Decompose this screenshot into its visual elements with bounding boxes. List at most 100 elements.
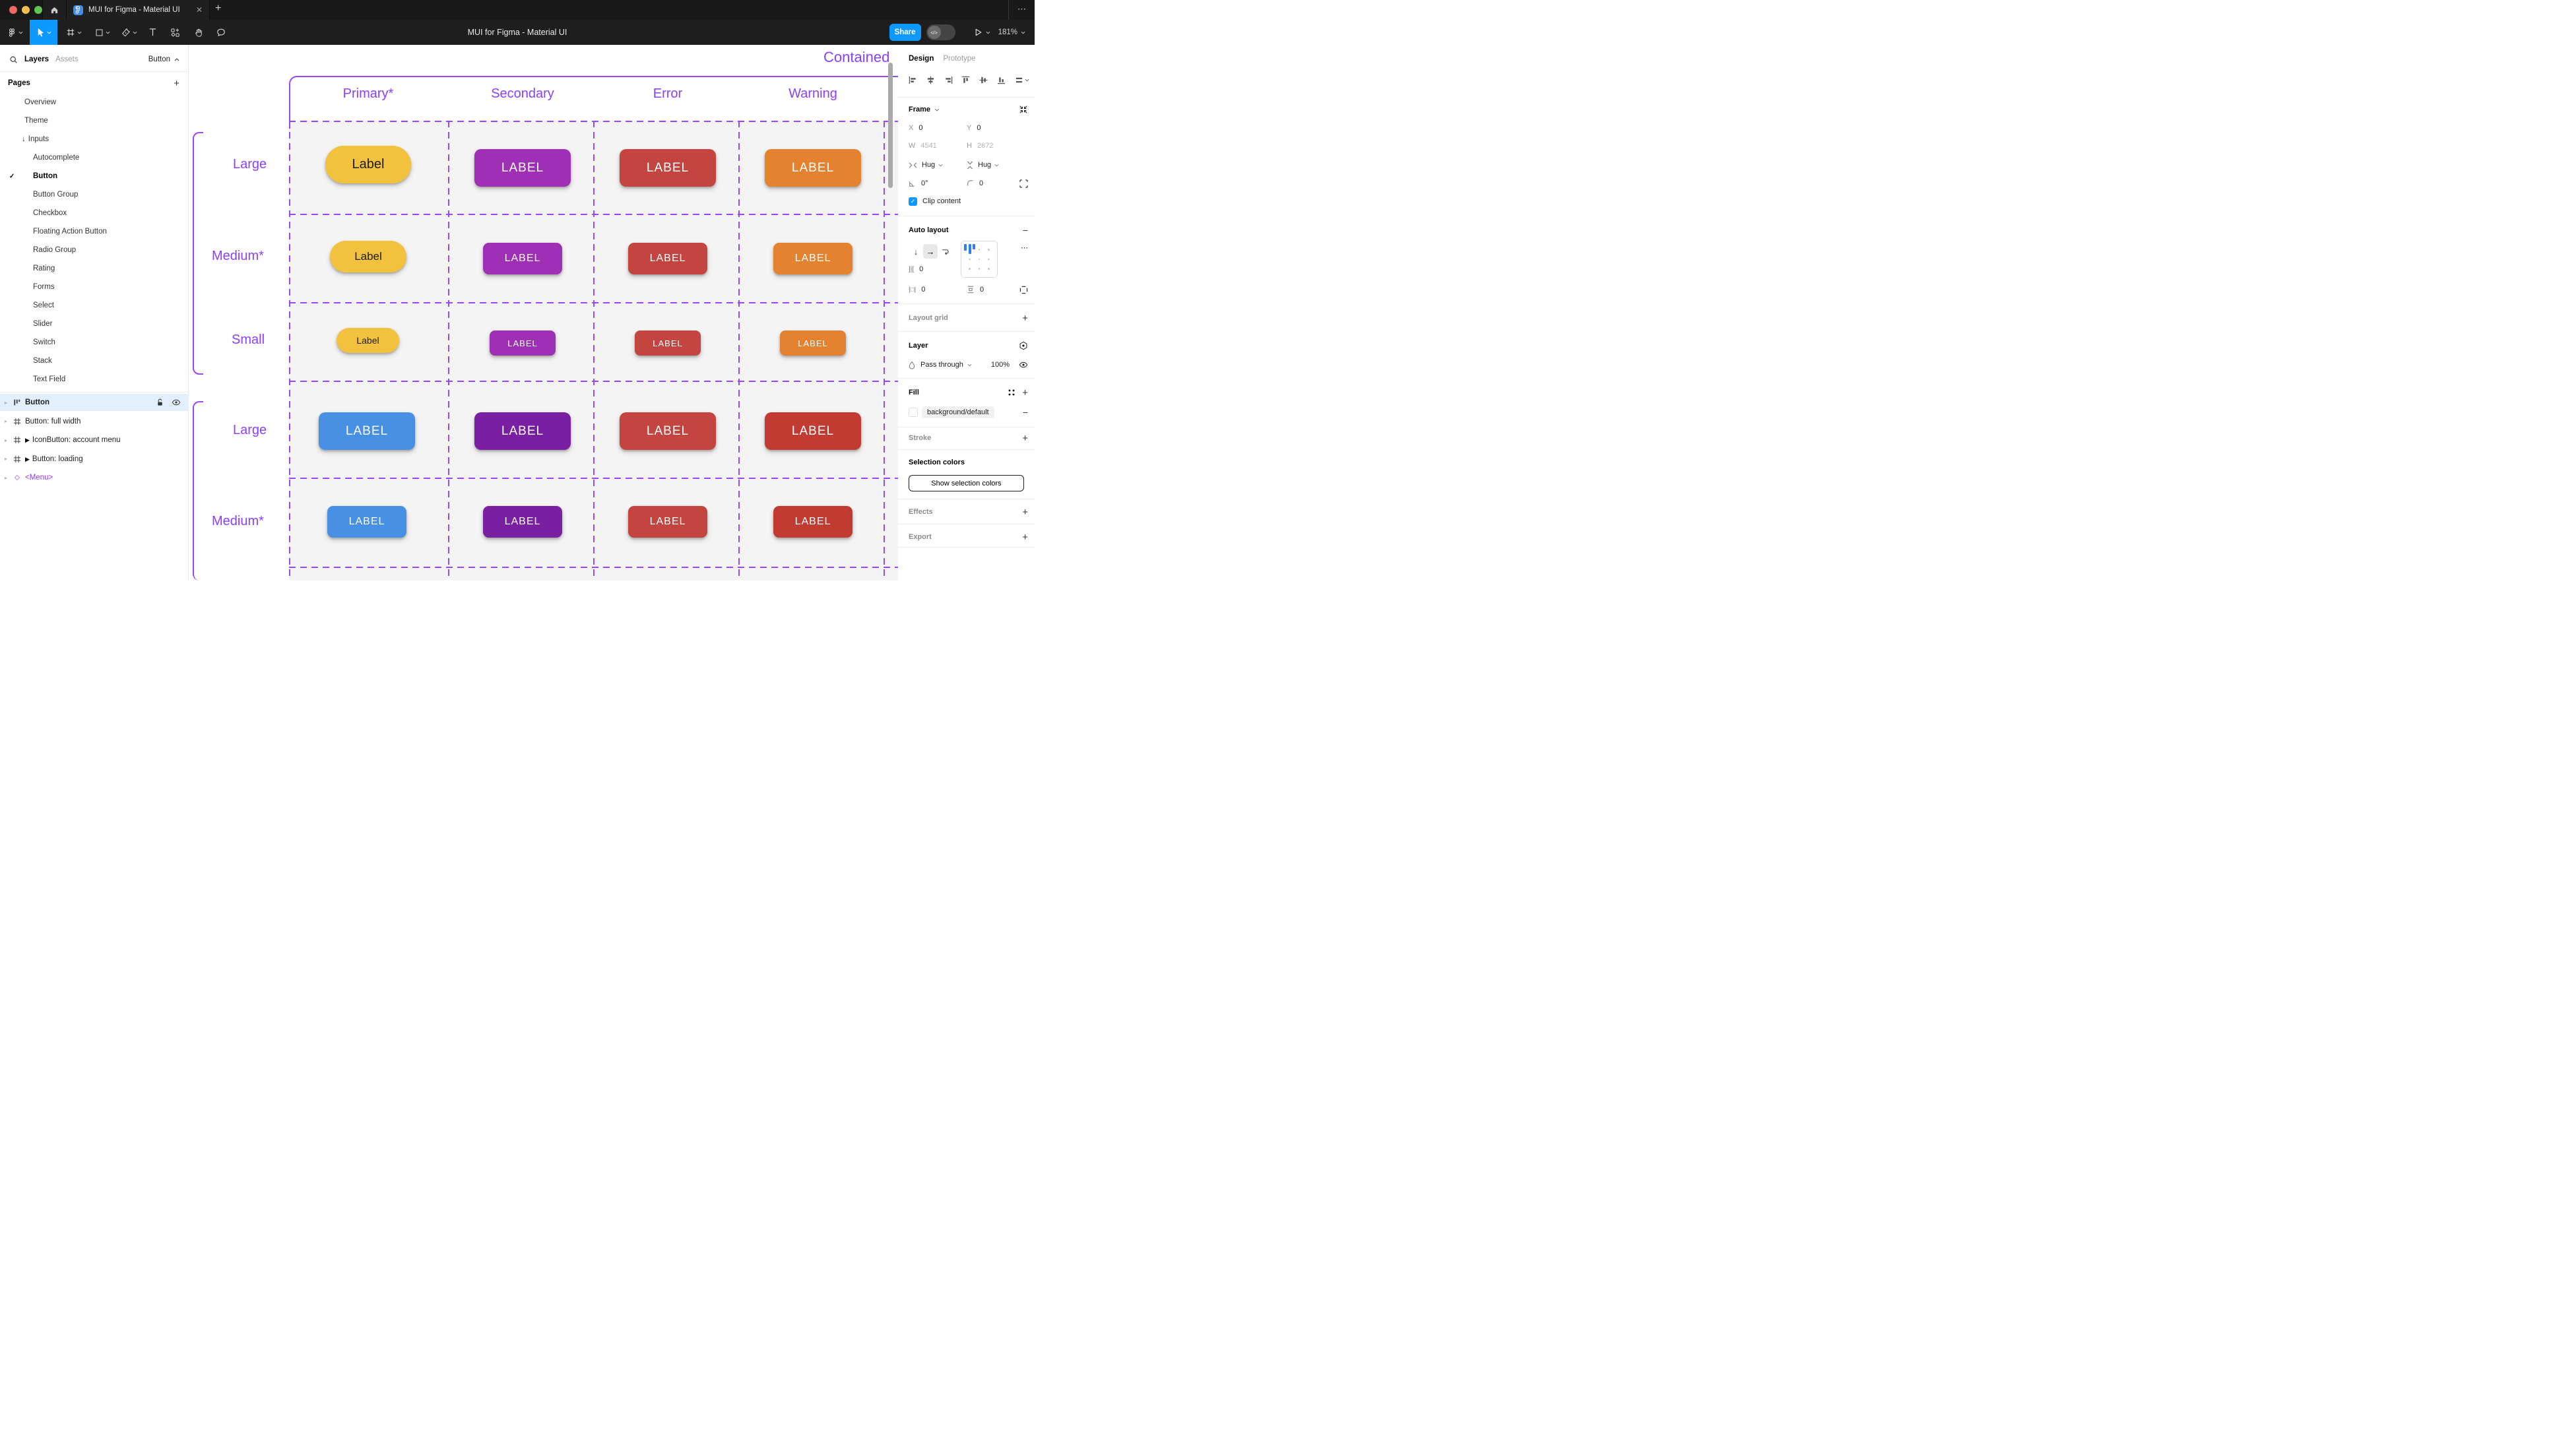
search-icon[interactable]: [9, 55, 18, 64]
page-item[interactable]: ✓ Text Field: [0, 371, 189, 388]
page-item[interactable]: ✓ Radio Group: [0, 241, 189, 259]
page-item[interactable]: ✓ Button Group: [0, 186, 189, 203]
page-item[interactable]: ✓ ↓ Inputs: [0, 131, 189, 148]
tab-layers[interactable]: Layers: [24, 55, 49, 63]
chevron-down-icon[interactable]: [934, 108, 940, 111]
button-specimen[interactable]: LABEL: [620, 412, 716, 450]
layer-row[interactable]: ▸ ▶IconButton: account menu: [0, 431, 189, 449]
individual-padding-icon[interactable]: [1019, 286, 1028, 294]
clip-content-checkbox[interactable]: ✓: [909, 197, 917, 206]
collapse-icon[interactable]: [1019, 105, 1028, 114]
button-specimen[interactable]: LABEL: [773, 243, 853, 274]
share-button[interactable]: Share: [889, 24, 921, 41]
corner-radius-value[interactable]: 0: [979, 179, 983, 187]
align-bottom-icon[interactable]: [997, 76, 1006, 84]
auto-layout-more-button[interactable]: ⋯: [1021, 243, 1028, 252]
horizontal-resize-value[interactable]: Hug: [922, 161, 935, 169]
horizontal-padding-value[interactable]: 0: [921, 286, 925, 294]
x-value[interactable]: 0: [918, 124, 922, 132]
page-item[interactable]: ✓ Rating: [0, 260, 189, 277]
fill-color-swatch[interactable]: [909, 408, 918, 417]
align-right-icon[interactable]: [944, 76, 953, 84]
actions-tool-button[interactable]: [165, 20, 185, 45]
fill-style-token[interactable]: background/default: [922, 406, 994, 418]
page-item[interactable]: ✓ Theme: [0, 112, 189, 129]
rotation-value[interactable]: 0°: [921, 179, 928, 187]
frame-section-title[interactable]: Frame: [909, 106, 930, 113]
text-tool-button[interactable]: [143, 20, 162, 45]
frame-tool-button[interactable]: [62, 20, 86, 45]
align-vertical-center-icon[interactable]: [979, 76, 988, 84]
present-button[interactable]: [974, 28, 990, 37]
remove-fill-button[interactable]: −: [1023, 407, 1028, 418]
layer-row[interactable]: ▸ ▶Button: loading: [0, 451, 189, 468]
add-effect-button[interactable]: +: [1022, 507, 1028, 518]
height-value[interactable]: 2672: [977, 142, 993, 150]
add-export-button[interactable]: +: [1022, 532, 1028, 543]
disclosure-icon[interactable]: ▸: [5, 418, 7, 424]
button-specimen[interactable]: LABEL: [474, 412, 571, 450]
titlebar-more-button[interactable]: ⋯: [1017, 4, 1027, 15]
button-specimen[interactable]: LABEL: [483, 506, 562, 538]
layer-row[interactable]: ▸ ▶Button: full width: [0, 413, 189, 430]
home-tab-button[interactable]: [42, 0, 67, 20]
button-specimen[interactable]: Label: [330, 241, 406, 272]
visibility-eye-icon[interactable]: [1019, 362, 1028, 368]
file-tab[interactable]: MUI for Figma - Material UI ✕: [67, 0, 210, 20]
layer-row[interactable]: ▸ ▶Button: [0, 394, 189, 411]
button-specimen[interactable]: LABEL: [620, 149, 716, 187]
page-item[interactable]: ✓ Overview: [0, 94, 189, 111]
close-tab-icon[interactable]: ✕: [196, 5, 203, 15]
add-page-button[interactable]: +: [174, 78, 179, 89]
unlock-icon[interactable]: [156, 398, 164, 406]
pen-tool-button[interactable]: [117, 20, 141, 45]
distribute-menu[interactable]: [1015, 76, 1029, 84]
blend-mode-icon[interactable]: [1019, 341, 1028, 350]
page-item[interactable]: ✓ Switch: [0, 334, 189, 351]
button-specimen[interactable]: LABEL: [780, 330, 846, 356]
page-item[interactable]: ✓ Checkbox: [0, 204, 189, 222]
page-item[interactable]: ✓ Slider: [0, 315, 189, 332]
disclosure-icon[interactable]: ▸: [5, 475, 7, 481]
layer-opacity-value[interactable]: 100%: [991, 361, 1010, 369]
auto-layout-wrap-button[interactable]: [938, 244, 952, 259]
gap-value[interactable]: 0: [919, 265, 923, 273]
tab-prototype[interactable]: Prototype: [943, 55, 975, 63]
align-top-icon[interactable]: [961, 76, 970, 84]
page-item[interactable]: ✓ Forms: [0, 278, 189, 296]
show-selection-colors-button[interactable]: Show selection colors: [909, 475, 1024, 491]
tab-design[interactable]: Design: [909, 55, 934, 63]
button-specimen[interactable]: Label: [325, 146, 411, 183]
blend-mode-value[interactable]: Pass through: [920, 361, 963, 369]
button-specimen[interactable]: LABEL: [773, 506, 853, 538]
disclosure-icon[interactable]: ▸: [5, 400, 7, 406]
canvas-scrollbar[interactable]: [888, 63, 893, 188]
new-tab-button[interactable]: +: [215, 3, 221, 15]
independent-corners-icon[interactable]: [1019, 179, 1028, 188]
hand-tool-button[interactable]: [189, 20, 209, 45]
vertical-padding-value[interactable]: 0: [980, 286, 984, 294]
visibility-eye-icon[interactable]: [172, 399, 181, 406]
canvas[interactable]: Contained Primary*SecondaryErrorWarning …: [189, 45, 898, 581]
auto-layout-vertical-button[interactable]: ↓: [909, 244, 923, 259]
disclosure-icon[interactable]: ▸: [5, 437, 7, 443]
comment-tool-button[interactable]: [211, 20, 231, 45]
minimize-window-button[interactable]: [22, 6, 30, 14]
disclosure-icon[interactable]: ▸: [5, 456, 7, 462]
button-specimen[interactable]: LABEL: [765, 412, 861, 450]
page-item[interactable]: ✓ Floating Action Button: [0, 223, 189, 240]
width-value[interactable]: 4541: [920, 142, 936, 150]
y-value[interactable]: 0: [977, 124, 981, 132]
page-item[interactable]: ✓ Button: [0, 168, 189, 185]
page-selector[interactable]: Button: [148, 55, 179, 63]
move-tool-button[interactable]: [30, 20, 57, 45]
add-stroke-button[interactable]: +: [1022, 433, 1028, 444]
shape-tool-button[interactable]: [90, 20, 114, 45]
layer-row[interactable]: ▸ ▶<Menu>: [0, 469, 189, 486]
dev-mode-toggle[interactable]: </>: [926, 24, 955, 40]
page-item[interactable]: ✓ Autocomplete: [0, 149, 189, 166]
button-specimen[interactable]: LABEL: [319, 412, 415, 450]
button-specimen[interactable]: LABEL: [628, 243, 707, 274]
vertical-resize-value[interactable]: Hug: [978, 161, 991, 169]
button-specimen[interactable]: LABEL: [483, 243, 562, 274]
